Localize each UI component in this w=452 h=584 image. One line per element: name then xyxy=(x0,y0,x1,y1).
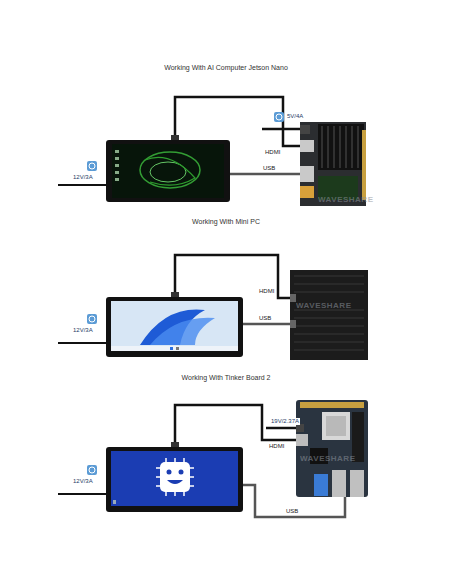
port-label: USB xyxy=(285,508,299,515)
port-label: USB xyxy=(262,165,276,172)
port-label: HDMI xyxy=(264,149,281,156)
section-title: Working With AI Computer Jetson Nano xyxy=(164,64,288,72)
section-title: Working With Mini PC xyxy=(192,218,260,226)
watermark: WAVESHARE xyxy=(300,455,355,464)
voltage-label: 12V/3A xyxy=(72,478,94,485)
voltage-label: 19V/2.37A xyxy=(270,418,300,425)
voltage-label: 5V/4A xyxy=(286,113,304,120)
port-label: HDMI xyxy=(268,443,285,450)
watermark: WAVESHARE xyxy=(296,302,351,311)
voltage-label: 12V/3A xyxy=(72,327,94,334)
section-title: Working With Tinker Board 2 xyxy=(182,374,271,382)
voltage-label: 12V/3A xyxy=(72,174,94,181)
watermark: WAVESHARE xyxy=(318,196,373,205)
port-label: HDMI xyxy=(258,288,275,295)
port-label: USB xyxy=(258,315,272,322)
